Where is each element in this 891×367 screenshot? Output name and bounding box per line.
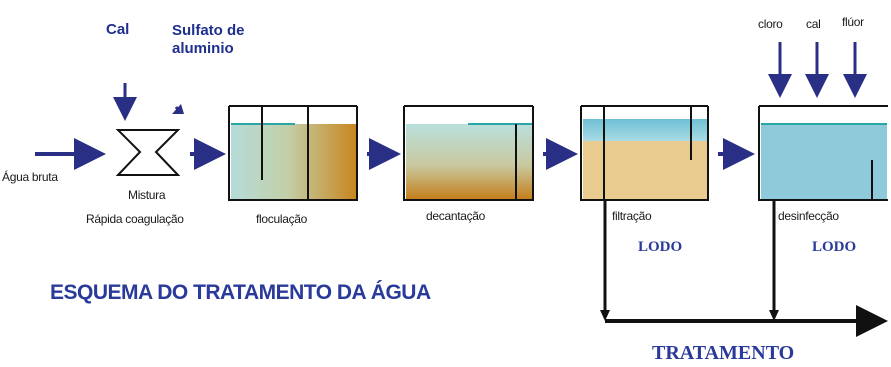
cloro-label: cloro xyxy=(758,17,783,31)
rapida-coagulacao-label: Rápida coagulação xyxy=(86,212,184,226)
filtracao-label: filtração xyxy=(612,209,652,223)
lodo-label-1: LODO xyxy=(638,239,683,255)
rapid-mixer xyxy=(115,129,181,176)
sulfato-label: Sulfato de aluminio xyxy=(172,22,245,57)
cal2-label: cal xyxy=(806,17,821,31)
sulfato-arrow-head xyxy=(172,104,184,114)
agua-bruta-label: Água bruta xyxy=(2,170,58,184)
floculacao-tank xyxy=(228,106,358,201)
lodo-arrow-head-1 xyxy=(600,310,610,321)
lodo-arrow-head-2 xyxy=(769,310,779,321)
floculacao-fill xyxy=(231,124,356,199)
desinfeccao-tank xyxy=(758,106,888,201)
decantacao-tank xyxy=(403,106,534,201)
mistura-label: Mistura xyxy=(128,188,166,202)
filtracao-sand xyxy=(583,141,707,199)
tratamento-label: TRATAMENTO xyxy=(652,342,795,364)
desinfeccao-fill xyxy=(761,124,887,199)
filtracao-tank xyxy=(580,106,709,201)
cal-label: Cal xyxy=(106,21,130,38)
diagram-title: ESQUEMA DO TRATAMENTO DA ÁGUA xyxy=(50,281,431,304)
decantacao-label: decantação xyxy=(426,209,486,223)
desinfeccao-label: desinfecção xyxy=(778,209,839,223)
floculacao-label: floculação xyxy=(256,212,308,226)
lodo-label-2: LODO xyxy=(812,239,857,255)
decantacao-fill xyxy=(406,124,532,199)
fluor-label: flúor xyxy=(842,15,864,29)
filtracao-water xyxy=(583,119,707,141)
